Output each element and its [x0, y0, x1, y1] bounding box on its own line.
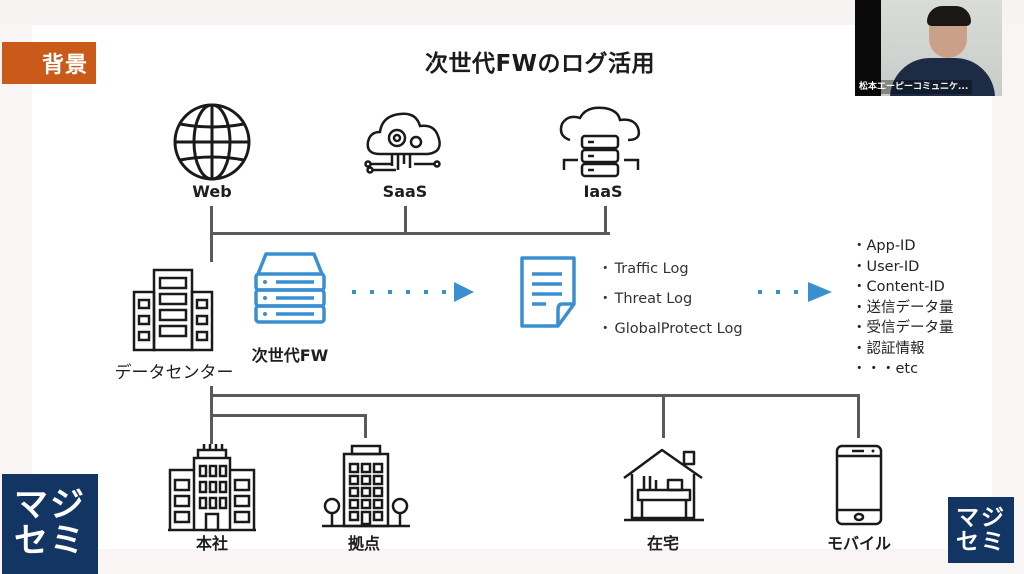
- logo-line-1: マジ: [14, 485, 86, 526]
- log-attribute-list: App-ID User-ID Content-ID 送信データ量 受信データ量 …: [852, 236, 954, 380]
- majisemi-logo-right: マジ セミ: [948, 497, 1014, 563]
- logo-line-1: マジ: [956, 504, 1006, 531]
- connector-saas-down: [404, 206, 407, 234]
- smartphone-icon: [835, 444, 883, 526]
- connector-home-down: [662, 394, 665, 438]
- presenter-hair: [927, 6, 971, 26]
- connector-mobile-down: [857, 394, 860, 438]
- headquarters-building-icon: [168, 444, 256, 532]
- top-band: [0, 0, 1024, 25]
- slide-title: 次世代FWのログ活用: [424, 51, 656, 77]
- attribute-item: ・・etc: [852, 359, 954, 380]
- arrow-right-icon: [758, 282, 832, 302]
- webcam-thumbnail[interactable]: 松本エーピーコミュニケ...: [855, 0, 1002, 96]
- saas-label: SaaS: [382, 182, 428, 201]
- attribute-item: Content-ID: [852, 277, 954, 298]
- mobile-label: モバイル: [826, 534, 891, 553]
- log-item: GlobalProtect Log: [598, 314, 743, 344]
- connector-bottom-bus: [210, 394, 860, 397]
- attribute-item: 認証情報: [852, 339, 954, 360]
- log-item: Threat Log: [598, 284, 743, 314]
- firewall-label: 次世代FW: [251, 346, 329, 365]
- majisemi-logo-left: マジ セミ: [2, 474, 98, 574]
- arrow-right-icon: [352, 282, 474, 302]
- log-item: Traffic Log: [598, 254, 743, 284]
- connector-branch-down: [364, 414, 367, 438]
- section-tag: 背景: [2, 42, 96, 84]
- logo-line-2: セミ: [14, 521, 86, 561]
- connector-branch-bus: [210, 414, 366, 417]
- attribute-item: App-ID: [852, 236, 954, 257]
- iaas-label: IaaS: [583, 182, 623, 201]
- headquarters-label: 本社: [195, 534, 228, 553]
- cloud-gear-icon: [364, 112, 441, 174]
- datacenter-label: データセンター: [114, 363, 234, 383]
- home-office-icon: [623, 448, 704, 522]
- globe-icon: [173, 103, 251, 181]
- presenter-body: [890, 58, 995, 96]
- logo-line-2: セミ: [956, 529, 1006, 555]
- home-office-label: 在宅: [646, 534, 679, 553]
- datacenter-icon: [132, 268, 214, 352]
- attribute-item: 受信データ量: [852, 318, 954, 339]
- document-icon: [520, 256, 576, 328]
- attribute-item: 送信データ量: [852, 298, 954, 319]
- participant-name: 松本エーピーコミュニケ...: [855, 80, 973, 94]
- branch-label: 拠点: [347, 534, 380, 553]
- web-label: Web: [192, 182, 232, 201]
- cloud-server-icon: [559, 106, 641, 178]
- log-type-list: Traffic Log Threat Log GlobalProtect Log: [598, 254, 743, 344]
- connector-top-bus: [210, 232, 610, 235]
- branch-building-icon: [322, 444, 410, 528]
- firewall-server-icon: [254, 252, 326, 324]
- attribute-item: User-ID: [852, 257, 954, 278]
- connector-iaas-down: [604, 206, 607, 234]
